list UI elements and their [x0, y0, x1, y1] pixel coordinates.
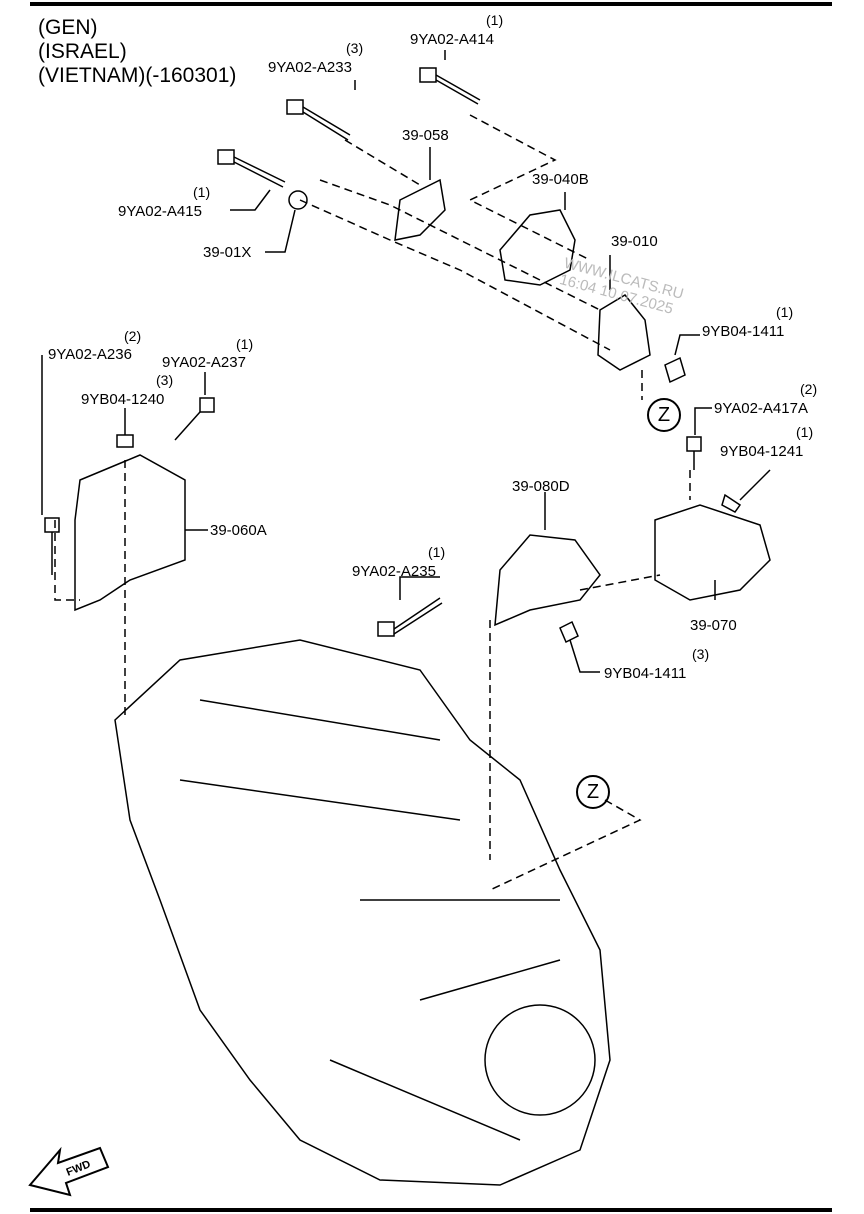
callout-qty: (3)	[692, 646, 710, 662]
callout-qty: (1)	[486, 12, 504, 28]
bolt-9ya02-a236	[44, 517, 60, 575]
callout-qty: (1)	[796, 424, 814, 440]
callout-9ya02-a236[interactable]: 9YA02-A236	[48, 346, 132, 363]
nut-9yb04-1411-lower	[559, 620, 579, 644]
callout-9ya02-a417a[interactable]: 9YA02-A417A	[714, 400, 808, 417]
callout-qty: (1)	[236, 336, 254, 352]
callout-qty: (1)	[428, 544, 446, 560]
callout-9ya02-a237[interactable]: 9YA02-A237	[162, 354, 246, 371]
callout-39-060a[interactable]: 39-060A	[210, 522, 267, 539]
callout-qty: (2)	[800, 381, 818, 397]
callout-qty: (1)	[193, 184, 211, 200]
mount-39-060a	[74, 454, 186, 612]
bolt-9ya02-a415	[217, 149, 286, 188]
header-line: (GEN)	[38, 16, 98, 39]
bracket-39-058	[394, 178, 446, 241]
bolt-9ya02-a414	[419, 67, 481, 105]
callout-9yb04-1411[interactable]: 9YB04-1411	[702, 323, 785, 340]
callout-9ya02-a414[interactable]: 9YA02-A414	[410, 31, 494, 48]
mount-39-040b	[499, 209, 576, 286]
callout-qty: (3)	[346, 40, 364, 56]
engine-transmission-assembly	[114, 639, 611, 1186]
callout-9ya02-a415[interactable]: 9YA02-A415	[118, 203, 202, 220]
leader-lines	[41, 50, 771, 673]
header-line: (ISRAEL)	[38, 40, 127, 63]
region-header: (GEN) (ISRAEL) (VIETNAM)(-160301)	[38, 16, 236, 88]
callout-39-080d[interactable]: 39-080D	[512, 478, 570, 495]
mount-39-010	[597, 294, 651, 371]
callout-39-058[interactable]: 39-058	[402, 127, 449, 144]
nut-9yb04-1240	[116, 434, 134, 448]
reference-mark-z: Z	[647, 398, 681, 432]
mount-39-070	[654, 504, 771, 601]
header-line: (VIETNAM)(-160301)	[38, 64, 237, 87]
bottom-border	[30, 1208, 832, 1212]
callout-39-010[interactable]: 39-010	[611, 233, 658, 250]
callout-qty: (1)	[776, 304, 794, 320]
callout-qty: (3)	[156, 372, 174, 388]
callout-9yb04-1241[interactable]: 9YB04-1241	[720, 443, 804, 460]
top-border	[30, 2, 832, 6]
callout-39-070[interactable]: 39-070	[690, 617, 737, 634]
reference-mark-z: Z	[576, 775, 610, 809]
callout-9yb04-1240[interactable]: 9YB04-1240	[81, 391, 165, 408]
fwd-label: FWD	[65, 1158, 93, 1179]
callout-9ya02-a233[interactable]: 9YA02-A233	[268, 59, 352, 76]
callout-39-040b[interactable]: 39-040B	[532, 171, 589, 188]
bolt-9ya02-a417a	[686, 436, 702, 470]
clip-9yb04-1241	[721, 493, 742, 513]
washer-39-01x	[288, 190, 308, 210]
callout-9yb04-1411-lower[interactable]: 9YB04-1411	[604, 665, 687, 682]
bolt-9ya02-a235	[377, 597, 443, 637]
fwd-arrow-icon	[28, 1146, 110, 1197]
bolt-9ya02-a237	[174, 397, 215, 441]
bracket-39-080d	[494, 534, 601, 627]
nut-9yb04-1411	[664, 356, 686, 384]
assembly-dashed-lines	[54, 114, 691, 891]
callout-9ya02-a235[interactable]: 9YA02-A235	[352, 563, 436, 580]
transmission-housing	[484, 1004, 596, 1116]
bolt-9ya02-a233	[286, 99, 351, 141]
callout-qty: (2)	[124, 328, 142, 344]
callout-39-01x[interactable]: 39-01X	[203, 244, 252, 261]
